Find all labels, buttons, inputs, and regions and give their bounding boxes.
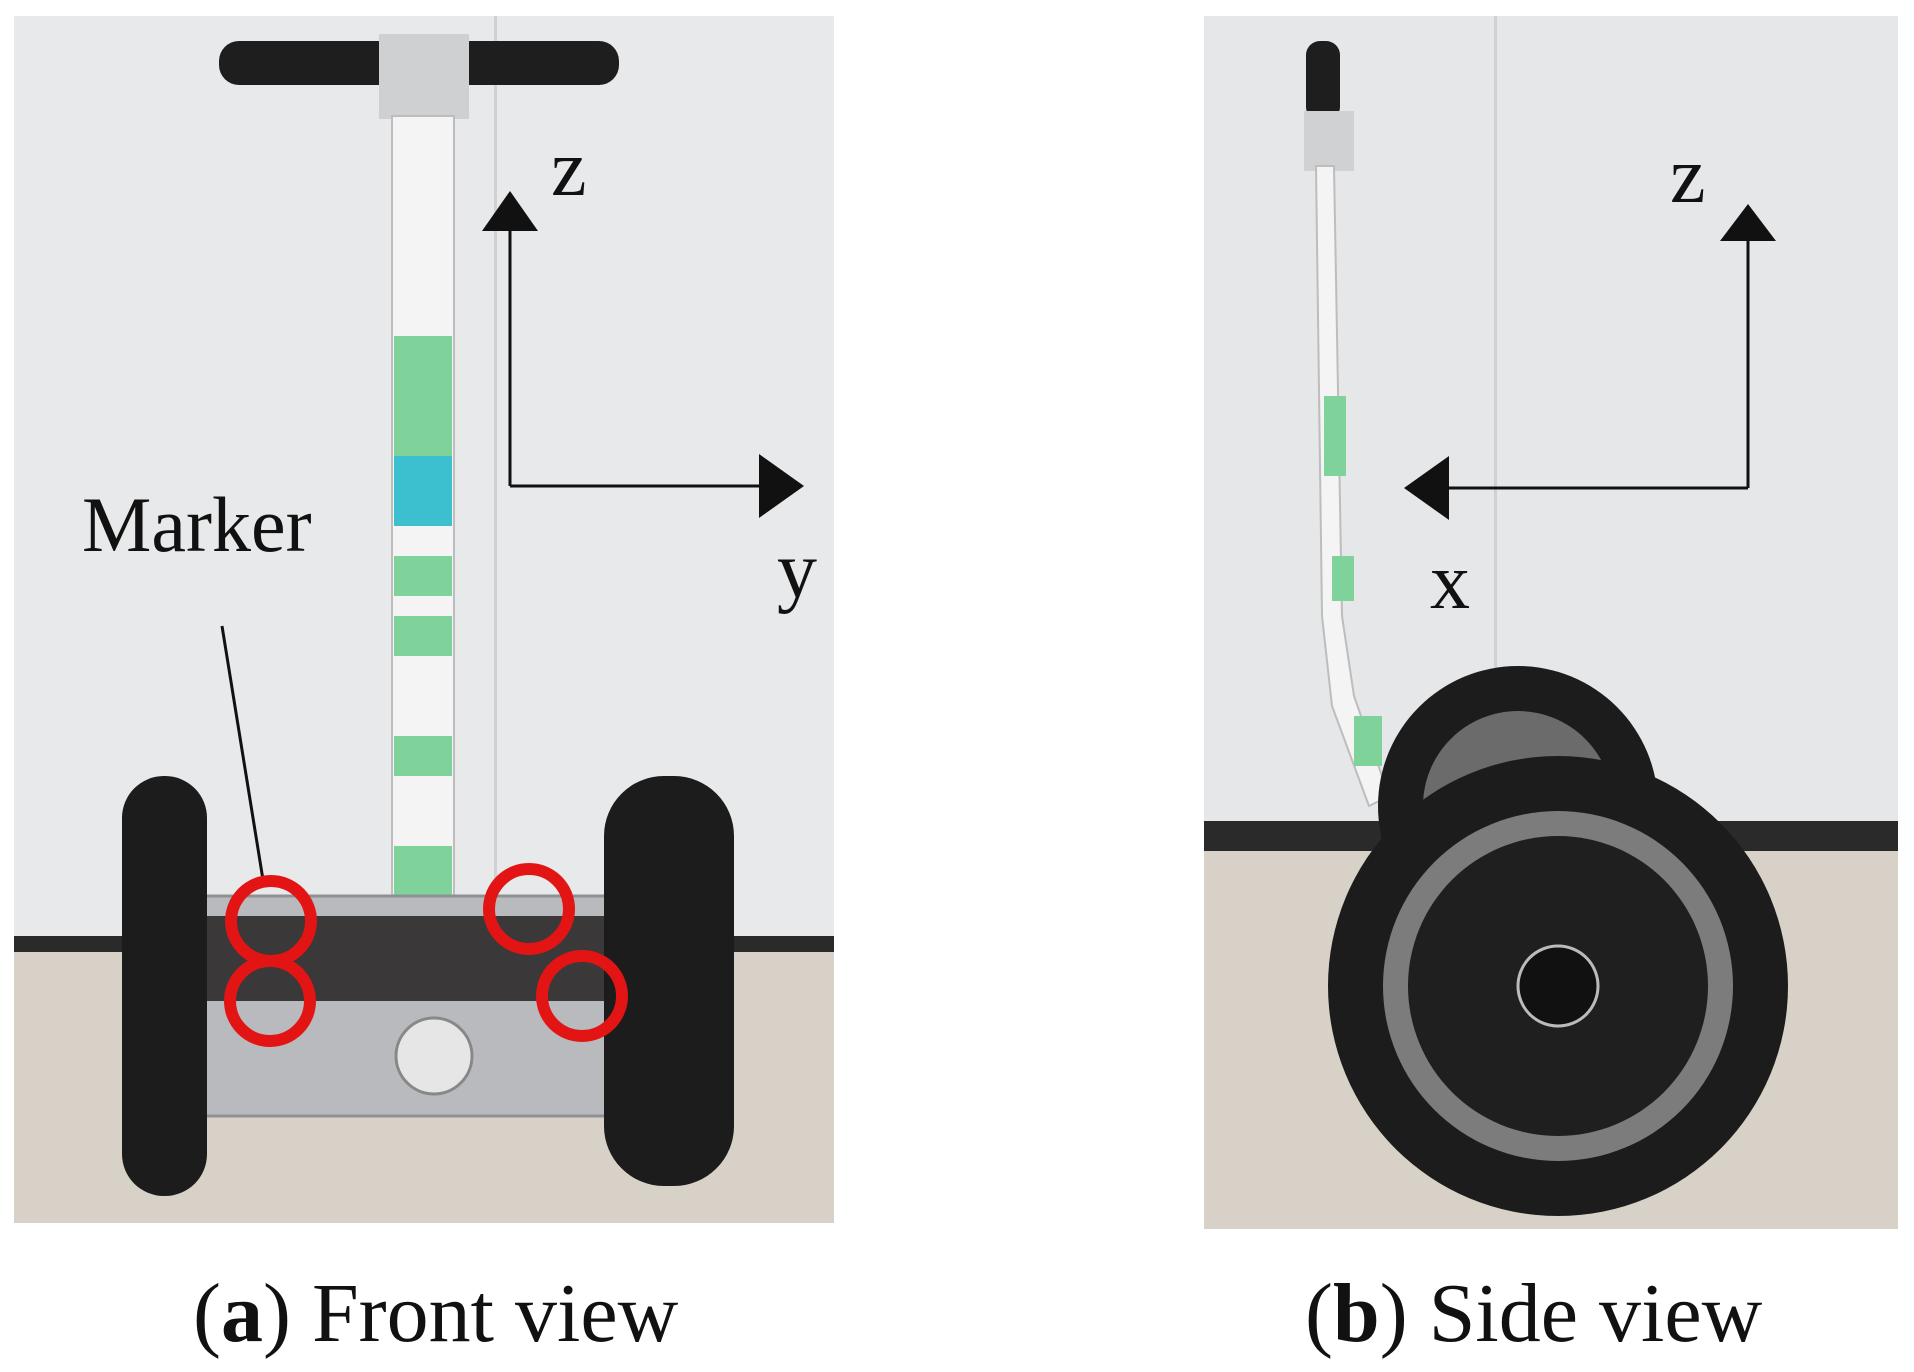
y-axis-arrowhead [759,454,804,518]
front-view-photo: z y Marker [14,16,834,1223]
marker-pointer-line [220,625,266,887]
x-axis-arrowhead [1404,456,1449,520]
caption-a-letter: a [220,1267,263,1360]
motor-hub [394,1016,474,1096]
x-axis-label: x [1430,538,1470,626]
cyan-tape [394,456,452,526]
green-tape [394,336,452,456]
caption-b-text: Side view [1428,1267,1763,1360]
marker-label: Marker [82,481,312,568]
wall-seam [494,16,497,936]
marker-ring [224,955,316,1047]
z-axis-arrowhead [1720,204,1776,241]
handlebar-clamp [379,34,469,119]
wheel-hub [1516,944,1600,1028]
side-view-illustration [1204,16,1898,1229]
caption-a-text: Front view [311,1267,679,1360]
front-view-illustration [14,16,834,1223]
z-axis-label: z [551,125,587,213]
z-axis-label: z [1670,132,1706,220]
caption-b-letter: b [1332,1267,1380,1360]
z-axis-arrowhead [482,191,538,231]
marker-ring [536,950,628,1042]
caption-b: (b) Side view [1305,1267,1763,1360]
left-wheel [122,776,207,1196]
y-axis-label: y [777,527,817,615]
caption-a: (a) Front view [193,1267,679,1360]
wall-seam [1494,16,1497,826]
marker-ring [483,863,575,955]
handle-grip [1306,41,1340,121]
handle-clamp [1304,111,1354,171]
right-wheel [604,776,734,1186]
side-view-photo: z x [1204,16,1898,1229]
